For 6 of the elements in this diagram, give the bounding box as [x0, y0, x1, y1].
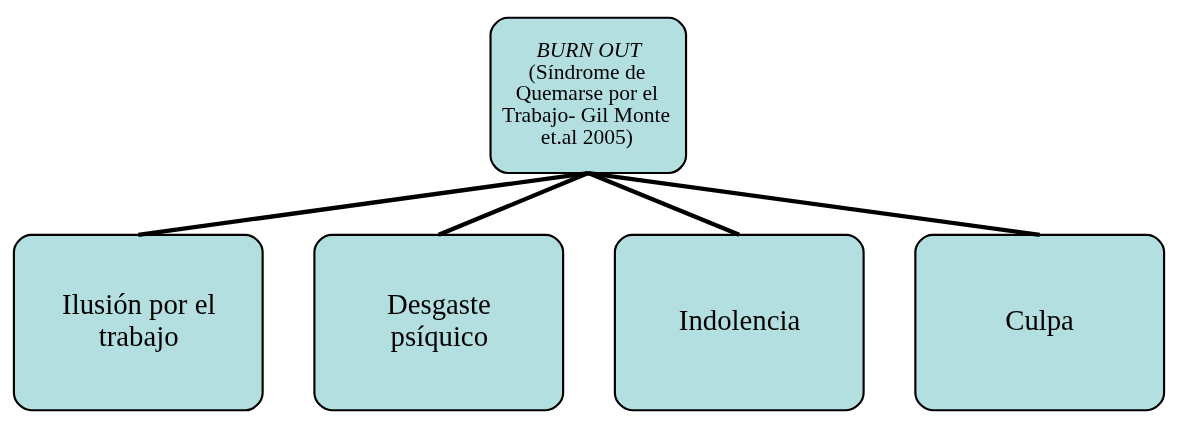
node-box: BURN OUT (Síndrome de Quemarse por el Trabajo- Gil Monte et.al 2005) [489, 16, 688, 174]
node-box: Ilusión por el trabajo [12, 233, 264, 411]
node-box: Indolencia [613, 233, 865, 411]
node-box: Culpa [914, 233, 1166, 411]
node-box: Desgaste psíquico [313, 233, 565, 411]
connector [437, 170, 590, 237]
